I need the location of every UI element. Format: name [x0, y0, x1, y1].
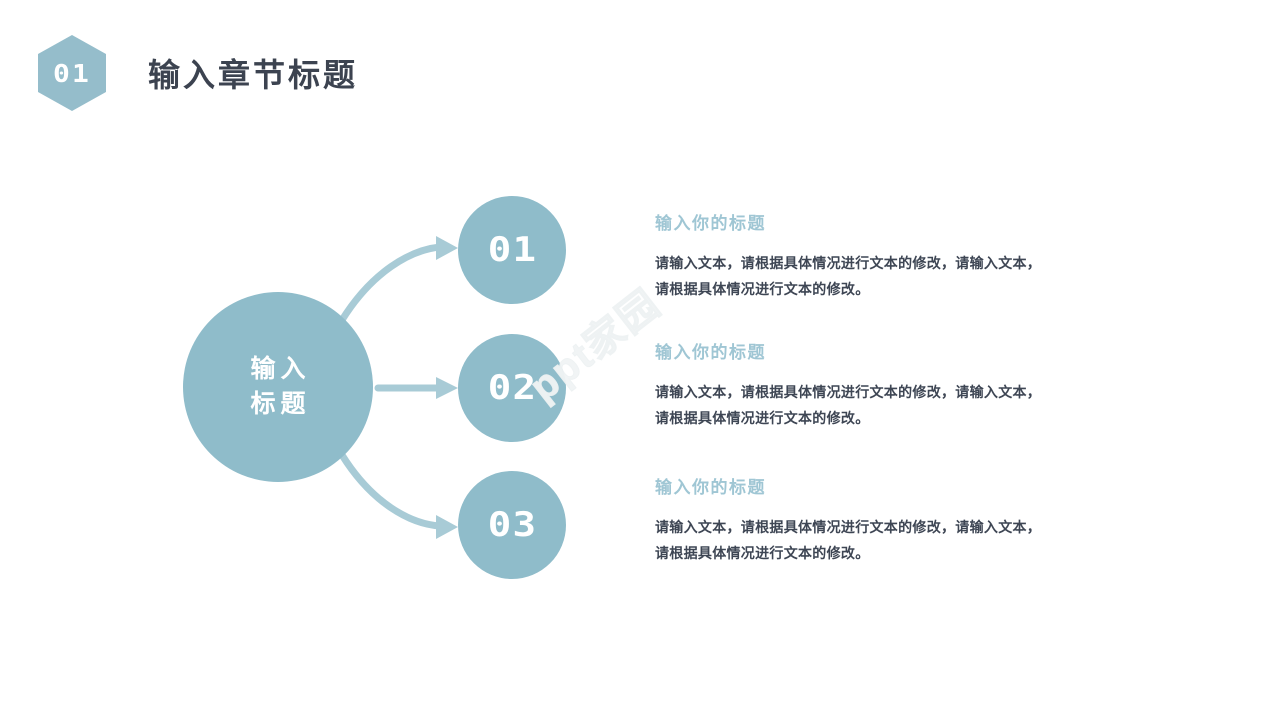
text-block-02: 输入你的标题 请输入文本，请根据具体情况进行文本的修改，请输入文本， 请根据具体… [655, 338, 1105, 432]
arrow-curve-down [338, 451, 444, 530]
page-title: 输入章节标题 [148, 57, 359, 93]
center-node-line-2: 标题 [250, 390, 311, 418]
text-block-02-body: 请输入文本，请根据具体情况进行文本的修改，请输入文本， 请根据具体情况进行文本的… [655, 380, 1105, 432]
arrow-curve-up [338, 243, 444, 324]
node-circle-03[interactable]: 03 [458, 471, 566, 579]
section-number-badge: 01 [38, 35, 106, 111]
text-block-02-body-line-1: 请输入文本，请根据具体情况进行文本的修改，请输入文本， [655, 384, 1042, 400]
text-block-01-heading: 输入你的标题 [655, 214, 766, 233]
text-block-03-body: 请输入文本，请根据具体情况进行文本的修改，请输入文本， 请根据具体情况进行文本的… [655, 515, 1105, 567]
center-node-line-1: 输入 [250, 354, 311, 383]
node-number-01: 01 [487, 230, 537, 270]
node-number-03: 03 [487, 505, 537, 545]
text-block-02-body-line-2: 请根据具体情况进行文本的修改。 [655, 409, 870, 426]
slide-header: 01 输入章节标题 [38, 34, 358, 112]
text-block-01-body-line-2: 请根据具体情况进行文本的修改。 [655, 280, 870, 297]
node-circle-01[interactable]: 01 [458, 196, 566, 304]
text-block-03-body-line-1: 请输入文本，请根据具体情况进行文本的修改，请输入文本， [655, 519, 1042, 535]
arrow-head-straight [436, 377, 458, 399]
text-block-03: 输入你的标题 请输入文本，请根据具体情况进行文本的修改，请输入文本， 请根据具体… [655, 473, 1105, 567]
text-block-03-heading: 输入你的标题 [655, 478, 766, 497]
section-number-label: 01 [52, 58, 92, 88]
center-circle-node[interactable]: 输入 标题 [183, 292, 373, 482]
text-block-03-body-line-2: 请根据具体情况进行文本的修改。 [655, 544, 870, 561]
text-block-01-body: 请输入文本，请根据具体情况进行文本的修改，请输入文本， 请根据具体情况进行文本的… [655, 251, 1105, 303]
node-number-02: 02 [487, 368, 537, 408]
arrow-head-up [436, 236, 458, 260]
text-block-01: 输入你的标题 请输入文本，请根据具体情况进行文本的修改，请输入文本， 请根据具体… [655, 209, 1105, 303]
node-circle-02[interactable]: 02 [458, 334, 566, 442]
text-block-01-body-line-1: 请输入文本，请根据具体情况进行文本的修改，请输入文本， [655, 255, 1042, 271]
text-block-02-heading: 输入你的标题 [655, 343, 766, 362]
arrow-head-down [436, 515, 458, 539]
